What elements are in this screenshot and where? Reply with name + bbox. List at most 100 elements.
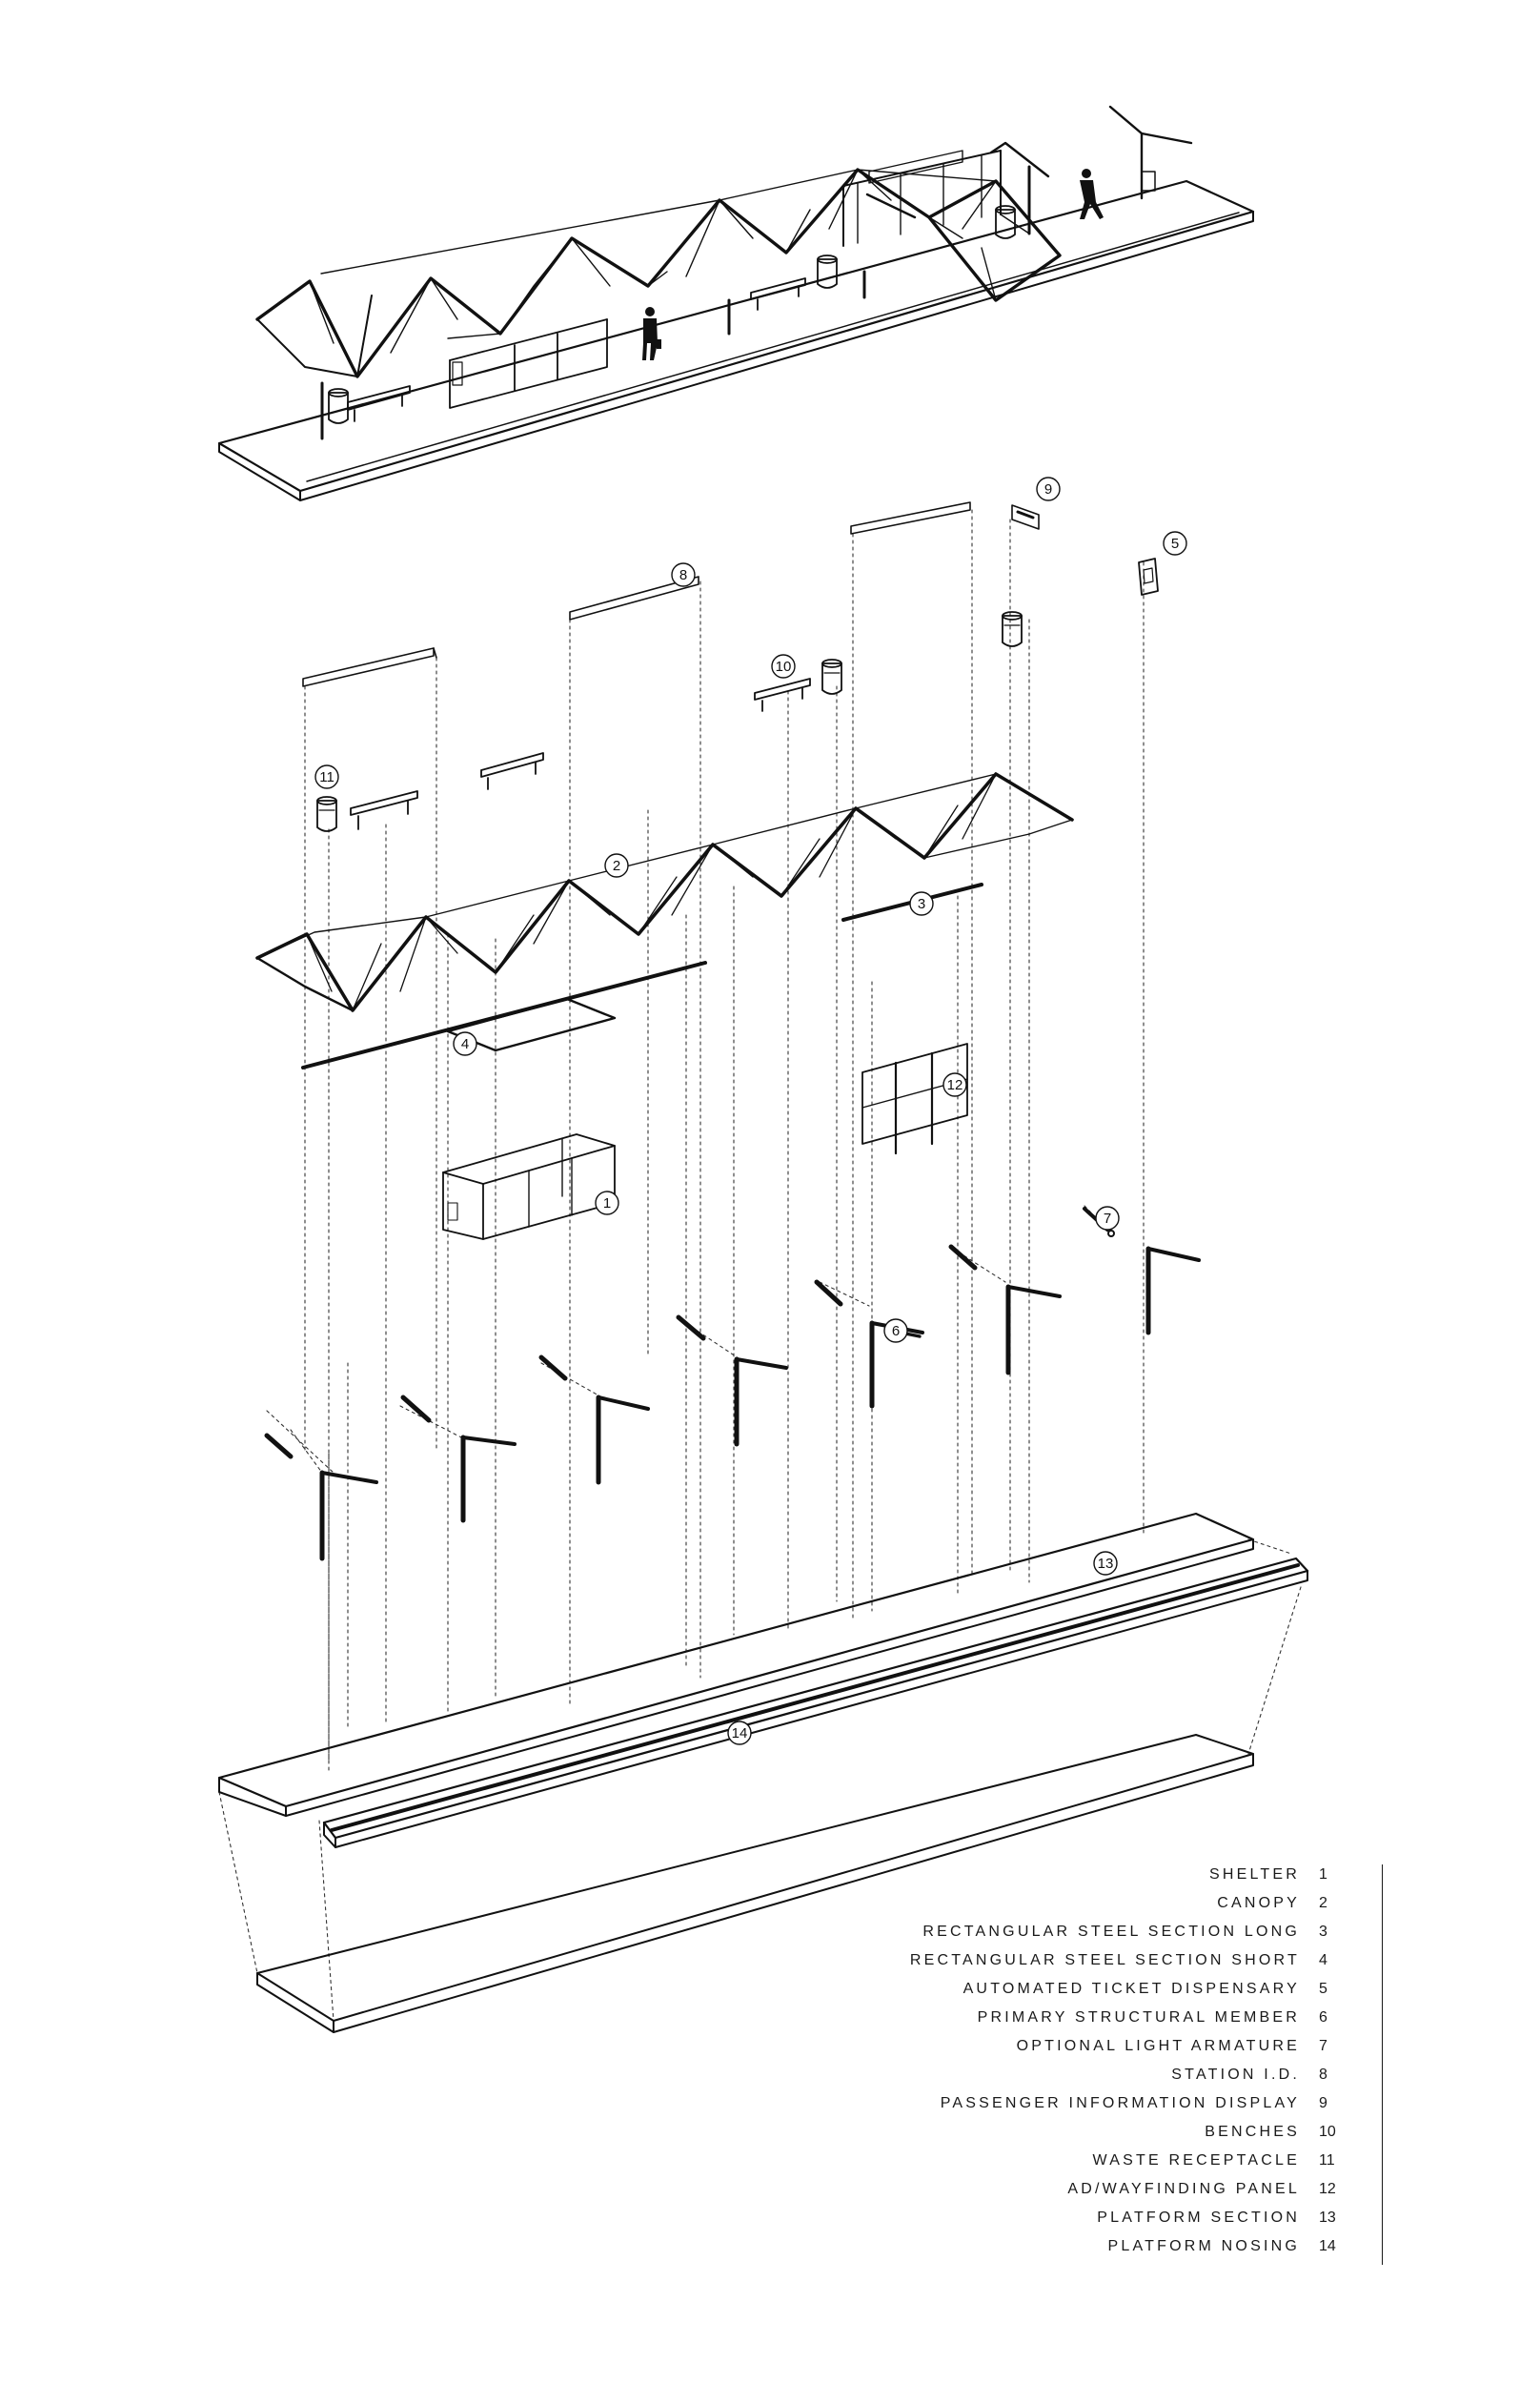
bench (350, 790, 418, 830)
platform-section (217, 1512, 1255, 1817)
callout-13-label: 13 (1098, 1556, 1114, 1572)
callout-1-label: 1 (603, 1195, 611, 1212)
legend-label: RECTANGULAR STEEL SECTION SHORT (909, 1952, 1300, 1968)
assembled-columns (320, 270, 866, 440)
legend-label: PRIMARY STRUCTURAL MEMBER (977, 2009, 1300, 2026)
legend-label: PASSENGER INFORMATION DISPLAY (940, 2095, 1300, 2111)
legend-label: OPTIONAL LIGHT ARMATURE (1016, 2038, 1300, 2054)
exploded-passenger-info-display (1011, 504, 1040, 530)
projection-lines (218, 509, 1302, 2022)
callout-2-label: 2 (613, 858, 620, 874)
callout-10: 10 (771, 654, 796, 679)
legend-number: 14 (1319, 2238, 1336, 2254)
legend-item: WASTE RECEPTACLE 11 (858, 2147, 1429, 2175)
exploded-station-id-signs (302, 501, 971, 687)
bench (480, 752, 544, 790)
legend-number: 13 (1319, 2210, 1336, 2226)
legend-item: RECTANGULAR STEEL SECTION LONG 3 (858, 1918, 1429, 1946)
callout-14-label: 14 (732, 1725, 748, 1741)
callout-markers: 1 2 3 4 5 6 7 8 (314, 477, 1187, 1745)
callout-5-label: 5 (1171, 536, 1179, 552)
exploded-waste-receptacles (316, 611, 1023, 832)
platform-nosing (322, 1557, 1309, 1848)
legend-label: BENCHES (1205, 2124, 1300, 2140)
assembled-canopy (255, 168, 1062, 378)
legend-label: AUTOMATED TICKET DISPENSARY (962, 1981, 1300, 1997)
legend-item: CANOPY 2 (858, 1889, 1429, 1918)
legend-label: PLATFORM SECTION (1097, 2210, 1300, 2226)
structural-member (676, 1314, 788, 1447)
exploded-ad-wayfinding-panel (861, 1043, 968, 1155)
legend-number: 5 (1319, 1981, 1327, 1997)
exploded-benches (350, 678, 811, 830)
exploded-ticket-dispensary (1138, 558, 1159, 596)
callout-10-label: 10 (776, 659, 792, 675)
callout-5: 5 (1163, 531, 1187, 556)
legend-label: RECTANGULAR STEEL SECTION LONG (922, 1924, 1300, 1940)
waste-receptacle (821, 659, 842, 695)
callout-7: 7 (1095, 1206, 1120, 1231)
component-legend: SHELTER 1 CANOPY 2 RECTANGULAR STEEL SECTI… (858, 1861, 1429, 2261)
structural-member (1145, 1246, 1201, 1335)
station-id-sign (569, 576, 699, 621)
assembled-glass-shelter (842, 141, 1050, 247)
legend-label: SHELTER (1208, 1866, 1300, 1883)
legend-number: 8 (1319, 2067, 1327, 2083)
legend-label: STATION I.D. (1171, 2067, 1300, 2083)
legend-divider (1382, 1864, 1383, 2265)
legend-number: 1 (1319, 1866, 1327, 1883)
callout-11-label: 11 (319, 769, 334, 785)
platform-base (256, 1734, 1254, 2033)
structural-member (814, 1279, 924, 1409)
legend-label: WASTE RECEPTACLE (1092, 2152, 1300, 2169)
legend-number: 10 (1319, 2124, 1336, 2140)
legend-item: PASSENGER INFORMATION DISPLAY 9 (858, 2089, 1429, 2118)
passenger-figures (642, 169, 1104, 360)
waste-receptacle (1002, 611, 1023, 647)
callout-6-label: 6 (892, 1323, 900, 1339)
callout-3-label: 3 (918, 896, 925, 912)
legend-item: SHELTER 1 (858, 1861, 1429, 1889)
callout-8: 8 (671, 562, 696, 587)
callout-4: 4 (453, 1031, 477, 1056)
exploded-steel-section-short (301, 961, 707, 1069)
assembled-platform-view (217, 105, 1255, 501)
legend-number: 7 (1319, 2038, 1327, 2054)
legend-number: 11 (1319, 2152, 1335, 2169)
structural-member (264, 1433, 378, 1561)
bench (754, 678, 811, 712)
structural-member (948, 1244, 1062, 1375)
legend-item: PLATFORM NOSING 14 (858, 2232, 1429, 2261)
exploded-light-armatures (884, 1207, 1115, 1338)
callout-11: 11 (314, 764, 339, 789)
callout-6: 6 (883, 1318, 908, 1343)
callout-7-label: 7 (1104, 1211, 1111, 1227)
legend-item: STATION I.D. 8 (858, 2061, 1429, 2089)
legend-number: 9 (1319, 2095, 1327, 2111)
legend-item: AUTOMATED TICKET DISPENSARY 5 (858, 1975, 1429, 2004)
callout-13: 13 (1093, 1551, 1118, 1576)
station-id-sign (850, 501, 971, 535)
assembled-waste-receptacles (328, 205, 1016, 424)
callout-9-label: 9 (1044, 481, 1052, 498)
legend-label: AD/WAYFINDING PANEL (1067, 2181, 1300, 2197)
assembled-platform-slab (217, 179, 1255, 501)
callout-3: 3 (909, 891, 934, 916)
structural-member (538, 1354, 650, 1485)
person-figure (1080, 169, 1104, 219)
callout-9: 9 (1036, 477, 1061, 501)
legend-label: PLATFORM NOSING (1107, 2238, 1300, 2254)
legend-number: 3 (1319, 1924, 1327, 1940)
legend-number: 4 (1319, 1952, 1327, 1968)
callout-12: 12 (942, 1072, 967, 1097)
callout-2: 2 (604, 853, 629, 878)
assembled-shelter (449, 318, 608, 409)
legend-number: 2 (1319, 1895, 1327, 1911)
person-figure (642, 307, 661, 360)
assembled-info-pylon (1108, 105, 1193, 200)
callout-1: 1 (595, 1191, 619, 1215)
callout-4-label: 4 (461, 1036, 469, 1052)
legend-item: OPTIONAL LIGHT ARMATURE 7 (858, 2032, 1429, 2061)
legend-label: CANOPY (1217, 1895, 1300, 1911)
